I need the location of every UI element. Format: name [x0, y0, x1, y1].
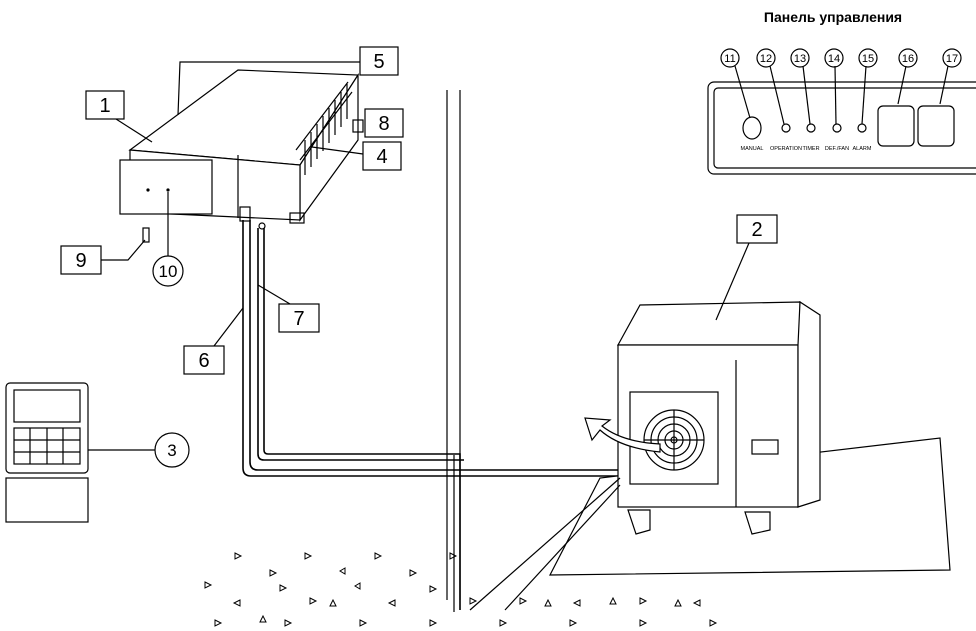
receiver-window-17 [917, 105, 955, 147]
callout-4: 4 [311, 141, 402, 171]
callout-8: 8 [364, 108, 404, 138]
callout-9: 9 [60, 239, 146, 275]
control-panel: Панель управления 11 12 13 14 [707, 9, 976, 175]
airflow-arrow-icon [584, 417, 661, 453]
svg-text:4: 4 [376, 146, 387, 168]
svg-text:11: 11 [724, 53, 735, 65]
callout-3: 3 [154, 432, 190, 468]
callout-11: 11 [720, 48, 751, 119]
callout-12: 12 [756, 48, 785, 125]
remote-wall-box [5, 477, 89, 523]
callout-10: 10 [152, 192, 184, 287]
callout-1: 1 [85, 90, 153, 143]
sensor [142, 227, 150, 243]
callout-13: 13 [790, 48, 811, 125]
callout-14: 14 [824, 48, 844, 125]
control-panel-inner-frame [713, 87, 976, 169]
manual-label: MANUAL [741, 146, 764, 152]
drain-connection [352, 119, 364, 133]
air-grille [295, 81, 353, 175]
svg-text:13: 13 [794, 53, 806, 65]
svg-text:16: 16 [902, 53, 914, 65]
indoor-unit [119, 69, 364, 243]
fan-grille-icon [643, 409, 705, 471]
indicator-callouts: 11 12 13 14 15 [720, 48, 962, 125]
timer-label: TIMER [802, 146, 819, 152]
callout-17: 17 [939, 48, 962, 105]
callout-5: 5 [177, 46, 399, 116]
svg-text:2: 2 [751, 219, 762, 241]
svg-text:17: 17 [946, 53, 958, 65]
outdoor-unit-body [617, 344, 799, 508]
svg-text:1: 1 [99, 95, 110, 117]
callout-2: 2 [715, 214, 778, 321]
svg-text:7: 7 [293, 308, 304, 330]
svg-text:15: 15 [862, 53, 874, 65]
timer-lamp [806, 123, 816, 133]
callout-6: 6 [183, 307, 244, 375]
refrigerant-piping [242, 220, 618, 612]
manual-button[interactable] [742, 116, 762, 140]
callout-7: 7 [257, 284, 320, 333]
wired-remote-controller [5, 382, 156, 523]
receiver-window-16 [877, 105, 915, 147]
service-panel [751, 439, 779, 455]
def-fan-label: DEF./FAN [825, 146, 849, 152]
svg-text:3: 3 [167, 441, 176, 460]
alarm-lamp [857, 123, 867, 133]
svg-text:12: 12 [760, 53, 772, 65]
callout-15: 15 [858, 48, 878, 125]
svg-text:10: 10 [159, 262, 178, 281]
svg-text:14: 14 [828, 53, 840, 65]
def-fan-lamp [832, 123, 842, 133]
electrical-box [119, 159, 213, 215]
fan-grille-frame [629, 391, 719, 485]
ground-hatching [204, 552, 718, 627]
alarm-label: ALARM [853, 146, 872, 152]
remote-display [13, 389, 81, 423]
svg-text:5: 5 [373, 51, 384, 73]
svg-text:6: 6 [198, 350, 209, 372]
svg-text:8: 8 [378, 113, 389, 135]
control-panel-title: Панель управления [764, 9, 902, 25]
operation-label: OPERATION [770, 146, 802, 152]
outdoor-unit [469, 300, 951, 611]
operation-lamp [781, 123, 791, 133]
svg-text:9: 9 [75, 250, 86, 272]
control-panel-frame [707, 81, 976, 175]
callout-16: 16 [897, 48, 918, 105]
